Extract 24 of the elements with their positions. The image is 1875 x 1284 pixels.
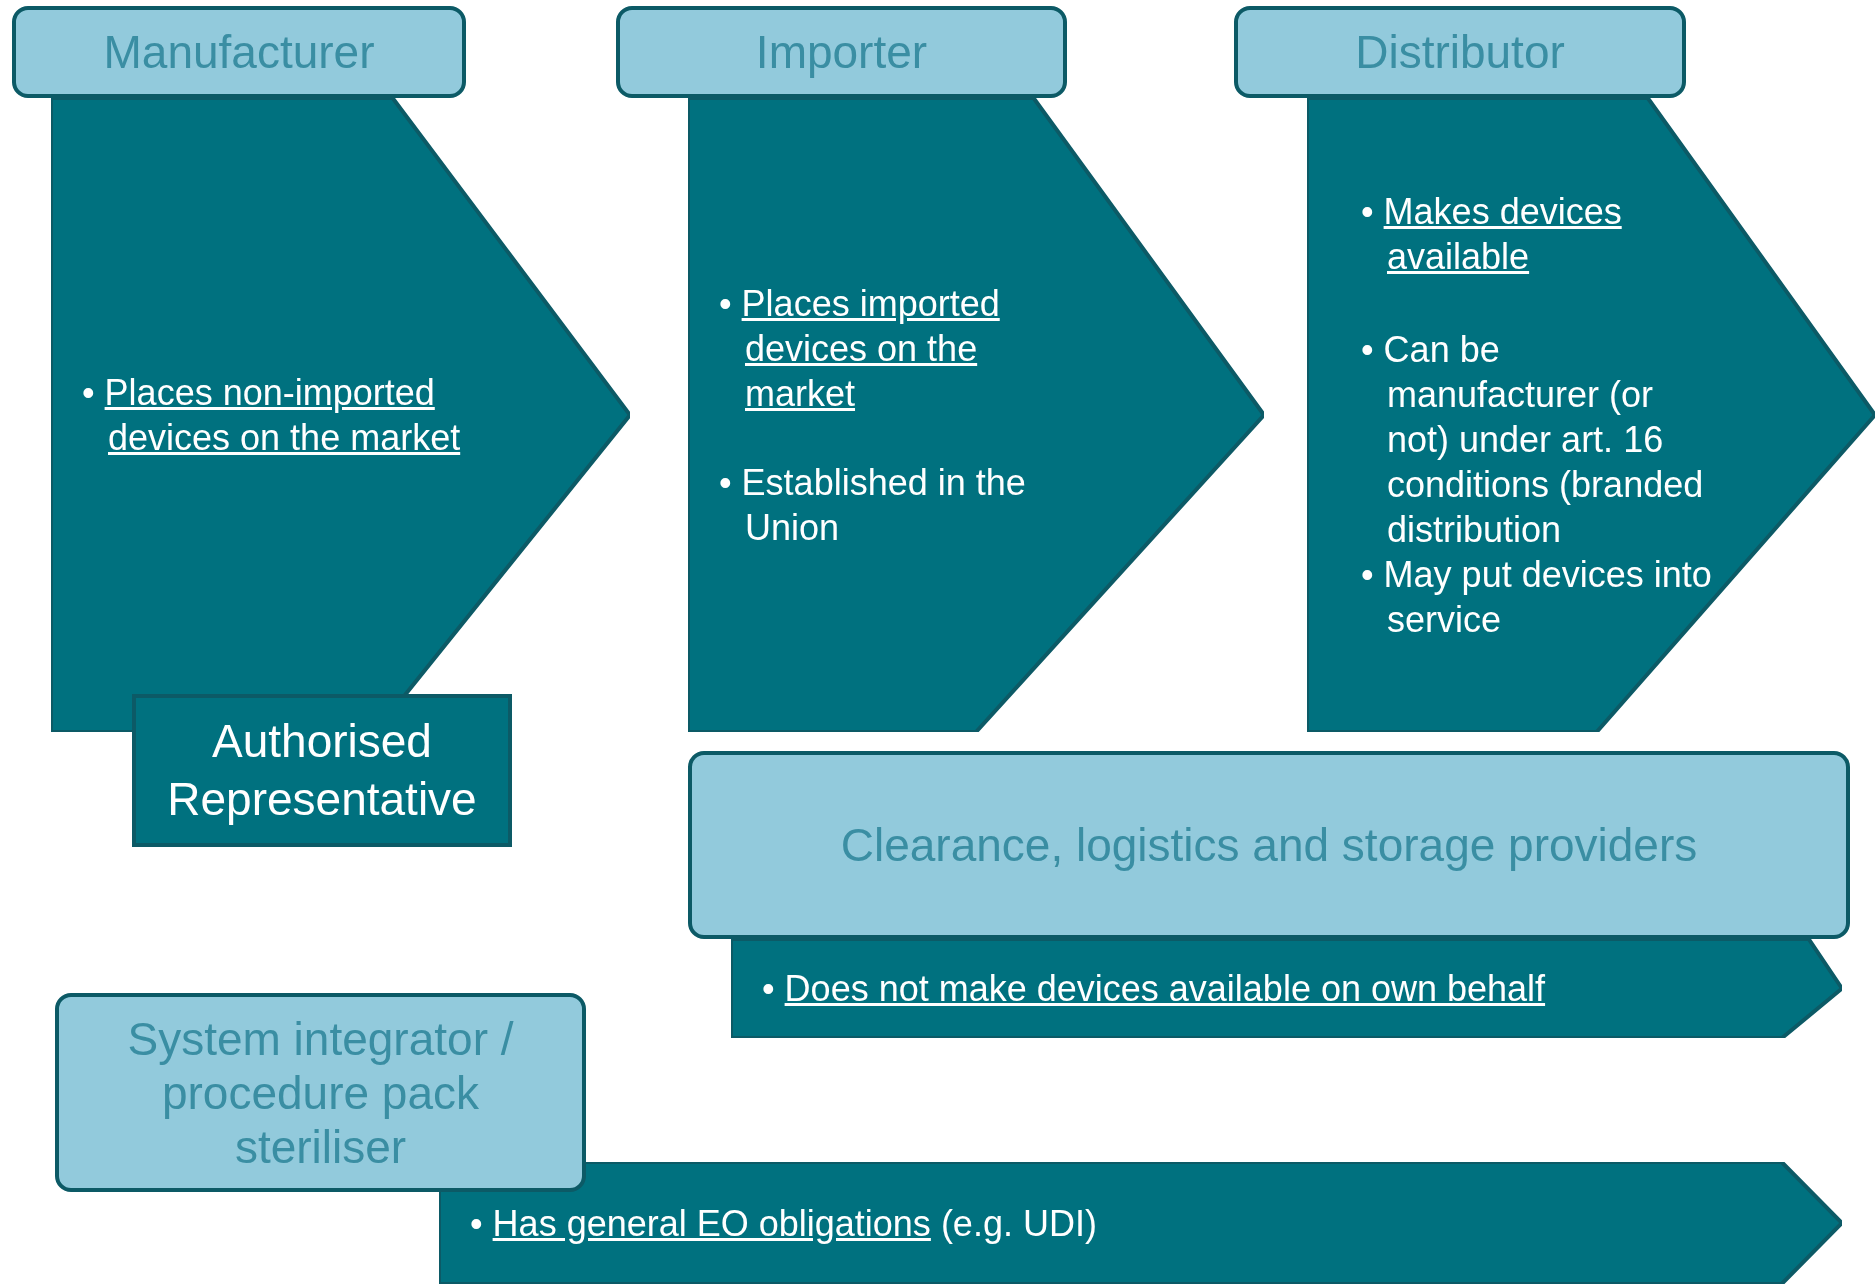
bullet-text: • May put devices into service — [1361, 552, 1713, 642]
bullet-text: • Established in the Union — [719, 460, 1027, 550]
rounded-box — [616, 6, 1067, 98]
bullet-text: • Can be manufacturer (or not) under art. 16 conditions (branded distribution — [1361, 327, 1705, 552]
chevron-arrow-shape — [1307, 98, 1875, 732]
rounded-box — [55, 993, 586, 1192]
rounded-box — [1234, 6, 1686, 98]
label-box — [132, 694, 512, 847]
heading-text: Importer — [755, 25, 928, 79]
heading-text: Clearance, logistics and storage providers — [840, 818, 1698, 872]
heading-text: Authorised Representative — [166, 714, 478, 827]
heading-text: System integrator / procedure pack steriliser — [126, 1011, 515, 1174]
rounded-box — [688, 751, 1850, 939]
heading-text: Manufacturer — [103, 25, 375, 79]
rounded-box — [12, 6, 466, 98]
bullet-text: • Makes devices available — [1361, 189, 1623, 279]
bullet-text: • Does not make devices available on own behalf — [762, 967, 1547, 1011]
heading-text: Distributor — [1355, 25, 1565, 79]
chevron-arrow-shape — [688, 98, 1264, 732]
chevron-arrow-shape — [439, 1162, 1842, 1284]
bullet-text: • Has general EO obligations (e.g. UDI) — [470, 1201, 1098, 1246]
bullet-text: • Places imported devices on the market — [719, 281, 1001, 416]
chevron-arrow-shape — [731, 939, 1842, 1038]
bullet-text: • Places non-imported devices on the market — [82, 371, 462, 460]
